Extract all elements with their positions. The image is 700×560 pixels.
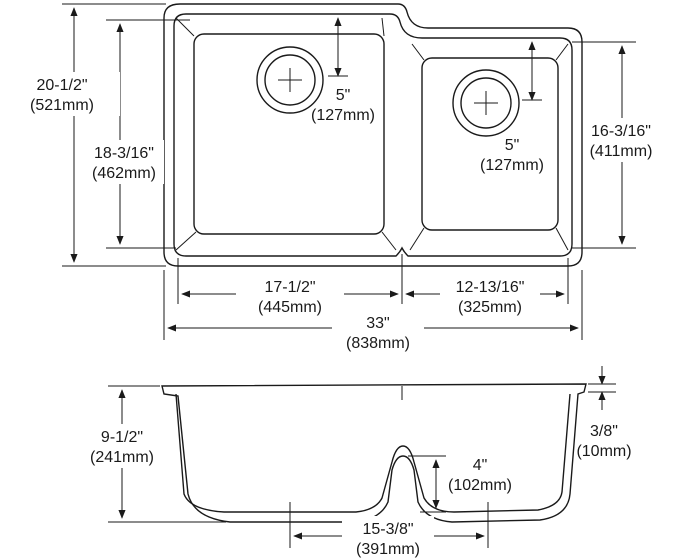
left-bowl-depth-in-label: 18-3/16": [94, 145, 154, 162]
sink-inner-outline: [173, 13, 573, 257]
left-drain-offset-in-label: 5": [336, 87, 351, 104]
left-bowl-width-in-label: 17-1/2": [264, 279, 315, 296]
divider-mm-label: (102mm): [448, 477, 512, 494]
side-depth-mm-label: (241mm): [90, 449, 154, 466]
drain-spacing-in-label: 15-3/8": [362, 521, 413, 538]
right-bowl-width-mm-label: (325mm): [458, 299, 522, 316]
overall-depth-in-label: 20-1/2": [36, 77, 87, 94]
right-bowl: [421, 57, 559, 231]
right-bowl-depth-mm-label: (411mm): [590, 143, 653, 160]
overall-width-in-label: 33": [366, 315, 389, 332]
right-bowl-depth-in-label: 16-3/16": [591, 123, 651, 140]
rim-in-label: 3/8": [590, 423, 618, 440]
top-view: 20-1/2" (521mm) 18-3/16" (462mm) 16-3/16…: [4, 3, 658, 356]
left-drain-icon: [256, 46, 324, 114]
overall-depth-mm-label: (521mm): [30, 97, 94, 114]
side-depth-in-label: 9-1/2": [101, 429, 143, 446]
side-view: 9-1/2" (241mm) 3/8" (10mm) 4" (102mm) 15…: [72, 366, 632, 560]
overall-width-mm-label: (838mm): [346, 335, 410, 352]
left-drain-offset-mm-label: (127mm): [311, 107, 375, 124]
drain-spacing-mm-label: (391mm): [356, 541, 420, 558]
right-bowl-width-in-label: 12-13/16": [456, 279, 525, 296]
left-bowl-depth-mm-label: (462mm): [92, 165, 156, 182]
right-drain-icon: [452, 69, 520, 137]
divider-in-label: 4": [473, 457, 488, 474]
left-bowl: [193, 33, 385, 235]
sink-profile-outer: [161, 383, 587, 523]
right-drain-offset-in-label: 5": [505, 137, 520, 154]
rim-mm-label: (10mm): [576, 443, 631, 460]
sink-outer-outline: [163, 3, 583, 267]
sink-profile-inner: [175, 393, 571, 513]
right-drain-offset-mm-label: (127mm): [480, 157, 544, 174]
left-bowl-width-mm-label: (445mm): [258, 299, 322, 316]
